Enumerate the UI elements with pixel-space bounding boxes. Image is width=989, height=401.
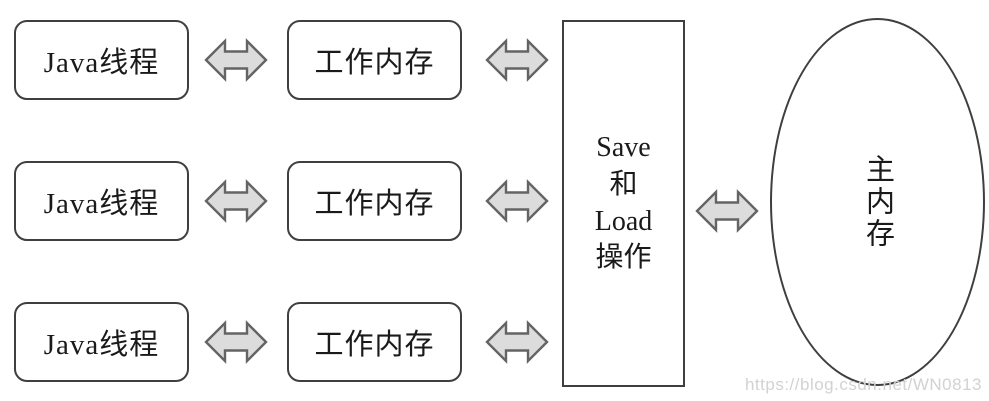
- java-thread-label: Java线程: [43, 188, 160, 220]
- double-arrow-icon: [485, 39, 549, 81]
- working-memory-box-3: 工作内存: [287, 302, 462, 382]
- double-arrow-icon: [485, 180, 549, 222]
- watermark: https://blog.csdn.net/WN0813: [744, 375, 982, 394]
- java-thread-box-3: Java线程: [14, 302, 189, 382]
- double-arrow-icon: [204, 39, 268, 81]
- java-thread-label: Java线程: [43, 47, 160, 79]
- java-thread-label: Java线程: [43, 329, 160, 361]
- java-thread-box-1: Java线程: [14, 20, 189, 100]
- main-memory-label: 主内存: [861, 154, 894, 250]
- main-memory-ellipse: 主内存: [770, 18, 985, 386]
- working-memory-box-2: 工作内存: [287, 161, 462, 241]
- working-memory-label: 工作内存: [314, 188, 435, 220]
- double-arrow-icon: [204, 180, 268, 222]
- working-memory-label: 工作内存: [314, 329, 435, 361]
- save-load-label: Save 和 Load 操作: [594, 131, 653, 274]
- double-arrow-icon: [485, 321, 549, 363]
- double-arrow-icon: [204, 321, 268, 363]
- java-thread-box-2: Java线程: [14, 161, 189, 241]
- working-memory-box-1: 工作内存: [287, 20, 462, 100]
- double-arrow-icon: [695, 190, 759, 232]
- save-load-operations-box: Save 和 Load 操作: [562, 20, 685, 387]
- working-memory-label: 工作内存: [314, 47, 435, 79]
